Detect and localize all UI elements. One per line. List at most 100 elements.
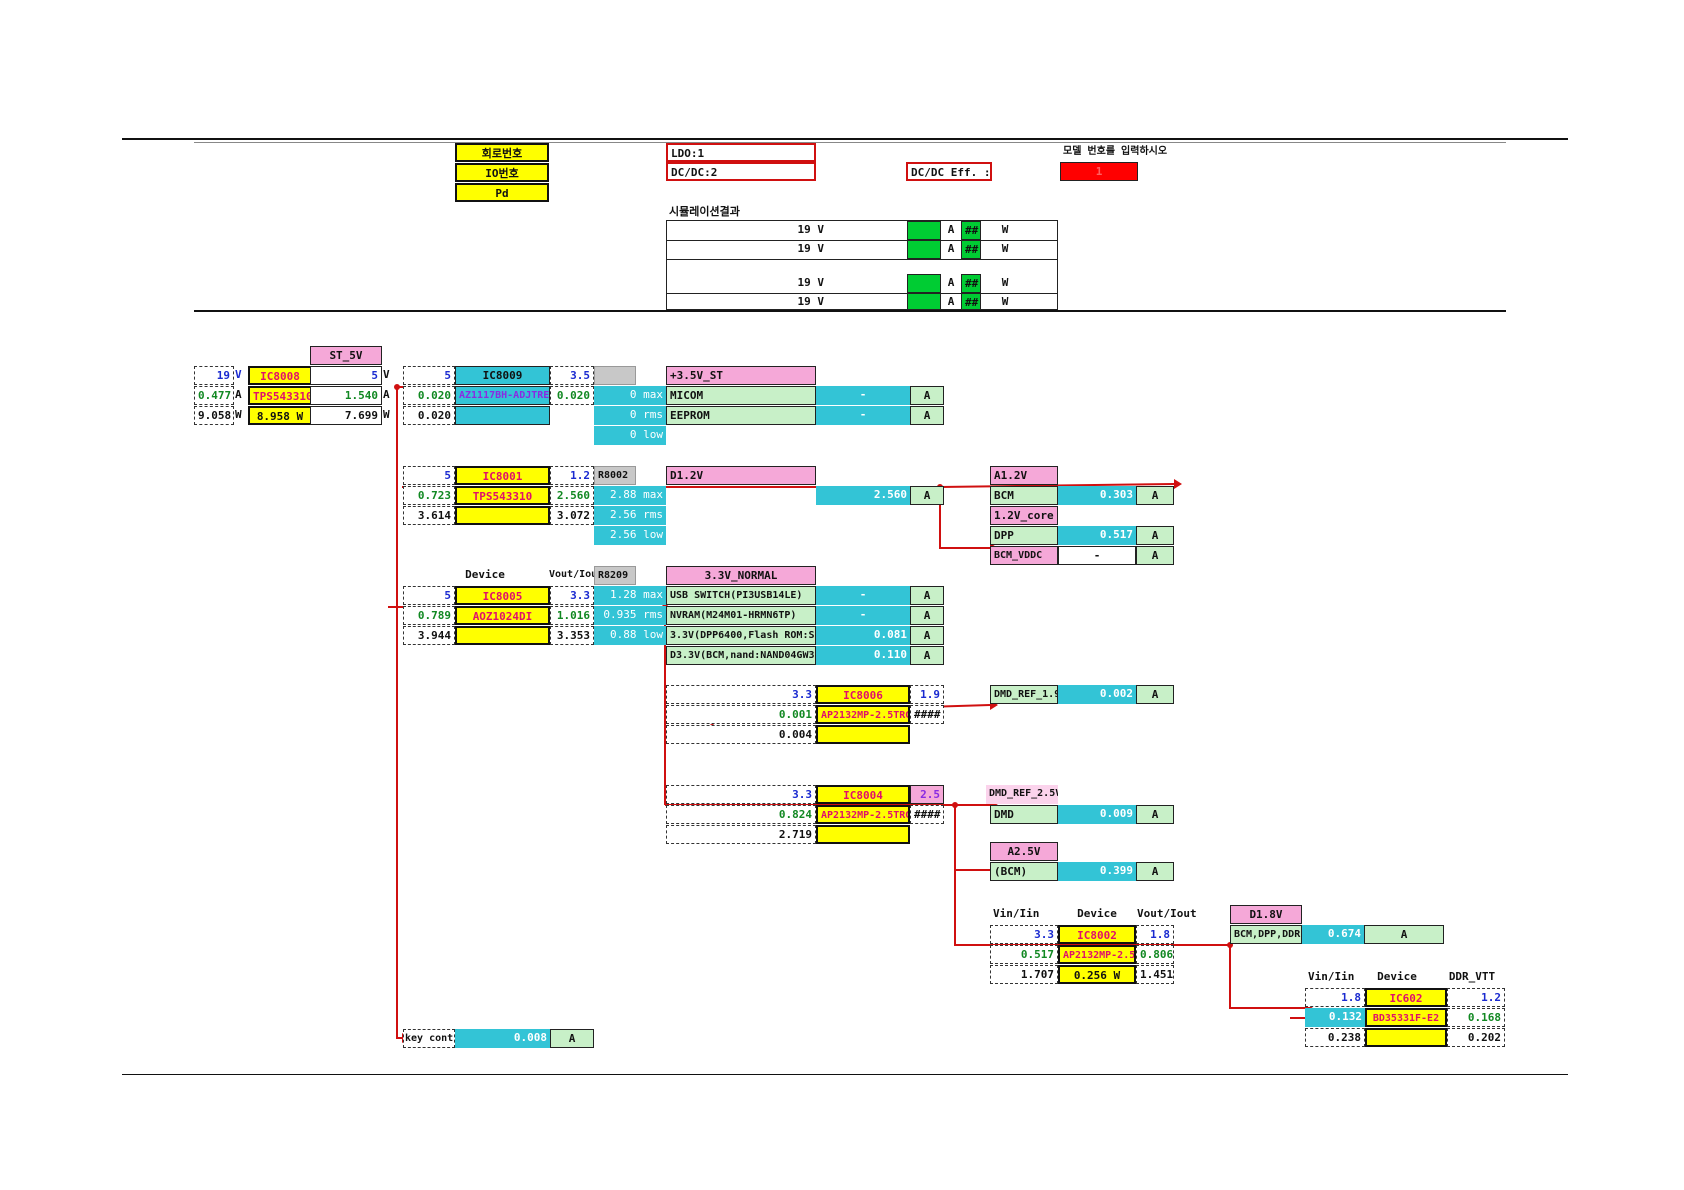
load-value: -	[816, 586, 910, 605]
ic8002-vin: 3.3	[990, 925, 1058, 944]
load-unit: A	[910, 646, 944, 665]
load-unit: A	[1136, 805, 1174, 824]
ic8005-part: AOZ1024DI	[455, 606, 550, 625]
wire-bcm-branch	[939, 487, 990, 549]
ic8001-part: TPS543310	[455, 486, 550, 505]
ic602-header-vout: DDR_VTT	[1448, 970, 1496, 983]
load-unit: A	[1136, 862, 1174, 881]
ic8008-vin-unit: V	[235, 368, 242, 381]
ic8009-name: IC8009	[455, 366, 550, 385]
ic8005-res: R8209	[594, 566, 636, 585]
ic8005-iout: 1.016	[550, 606, 594, 625]
ic8008-pout: 7.699	[310, 406, 382, 425]
load-value: -	[1058, 546, 1136, 565]
rail-st-5v: ST_5V	[310, 346, 382, 365]
ic8006-iin: 0.001	[666, 705, 816, 724]
sim-voltage: 19 V	[797, 223, 825, 236]
header-dcdc: DC/DC:2	[666, 162, 816, 181]
wire-main-bus	[396, 387, 402, 1039]
ic8005-header-device: Device	[465, 568, 505, 581]
ic602-header-vin: Vin/Iin	[1308, 970, 1355, 983]
ic8005-blank	[455, 626, 550, 645]
load-name: BCM	[990, 486, 1058, 505]
ic8001-res: R8002	[594, 466, 636, 485]
ic8004-iout: ####	[910, 805, 944, 824]
load-value: 0.517	[1058, 526, 1136, 545]
ic8004-blank	[816, 825, 910, 844]
sim-green-cell	[907, 221, 941, 240]
load-value: -	[816, 386, 910, 405]
load-unit: A	[910, 586, 944, 605]
ic8001-blank	[455, 506, 550, 525]
wire-ic8004-branch	[954, 805, 990, 871]
ic8008-iin: 0.477	[194, 386, 234, 405]
ic8002-pin: 1.707	[990, 965, 1058, 984]
ic8004-name: IC8004	[816, 785, 910, 804]
ic8002-vout: 1.8	[1136, 925, 1174, 944]
load-name: BCM_VDDC	[990, 546, 1058, 565]
header-model-input[interactable]: 1	[1060, 162, 1138, 181]
ic602-part: BD35331F-E2	[1365, 1008, 1447, 1027]
load-value: -	[816, 606, 910, 625]
sim-hash: ##	[961, 293, 981, 310]
sim-row: 19 V A ## W	[667, 221, 1057, 241]
rail-a1-2v: A1.2V	[990, 466, 1058, 485]
sim-unit-w: W	[1001, 223, 1009, 236]
header-ldo: LDO:1	[666, 143, 816, 162]
ic8001-stat-max: 2.88 max	[594, 486, 666, 505]
header-label-circuit: 회로번호	[455, 143, 549, 162]
rail-d1-2v-unit: A	[910, 486, 944, 505]
ic8009-vin: 5	[403, 366, 455, 385]
ic602-blank	[1365, 1028, 1447, 1047]
load-value: 0.303	[1058, 486, 1136, 505]
load-value: -	[816, 406, 910, 425]
ic8008-pin: 9.058	[194, 406, 234, 425]
load-unit: A	[910, 606, 944, 625]
load-value: 0.081	[816, 626, 910, 645]
sim-hash: ##	[961, 240, 981, 259]
load-unit: A	[1364, 925, 1444, 944]
rail-dmd-ref-2-5v: DMD_REF_2.5V	[986, 785, 1058, 804]
ic8009-stat-rms: 0 rms	[594, 406, 666, 425]
ic8001-pin: 3.614	[403, 506, 455, 525]
ic602-name: IC602	[1365, 988, 1447, 1007]
load-name: (BCM)	[990, 862, 1058, 881]
ic8002-header-vout: Vout/Iout	[1137, 907, 1197, 920]
sim-unit-a: A	[947, 242, 955, 255]
header-rule-bottom	[194, 310, 1506, 312]
ic8001-pout: 3.072	[550, 506, 594, 525]
ic8008-name: IC8008	[248, 366, 312, 385]
header-dcdc-eff: DC/DC Eff. : ##	[906, 162, 992, 181]
rail-d1-2v: D1.2V	[666, 466, 816, 485]
sim-unit-w: W	[1001, 242, 1009, 255]
sim-hash: ##	[961, 274, 981, 293]
load-value: 0.399	[1058, 862, 1136, 881]
key-control-value: 0.008	[455, 1029, 550, 1048]
sim-voltage: 19 V	[797, 242, 825, 255]
sim-unit-a: A	[947, 223, 955, 236]
ic8001-name: IC8001	[455, 466, 550, 485]
ic8001-iout: 2.560	[550, 486, 594, 505]
load-unit: A	[910, 386, 944, 405]
sim-green-cell	[907, 240, 941, 259]
ic8005-name: IC8005	[455, 586, 550, 605]
sim-row: 19 V A ## W	[667, 240, 1057, 260]
ic8002-name: IC8002	[1058, 925, 1136, 944]
load-unit: A	[910, 406, 944, 425]
ic8005-stat-max: 1.28 max	[594, 586, 666, 605]
ic8008-vin: 19	[194, 366, 234, 385]
ic8005-pout: 3.353	[550, 626, 594, 645]
ic8001-vin: 5	[403, 466, 455, 485]
ic8001-stat-rms: 2.56 rms	[594, 506, 666, 525]
sim-voltage: 19 V	[797, 295, 825, 308]
sim-title: 시뮬레이션결과	[669, 205, 740, 218]
rail-3-3v-normal: 3.3V_NORMAL	[666, 566, 816, 585]
bottom-rule	[122, 1074, 1568, 1075]
header-label-io: IO번호	[455, 163, 549, 182]
load-name: USB SWITCH(PI3USB14LE)	[666, 586, 816, 605]
ic8004-iin: 0.824	[666, 805, 816, 824]
top-rule	[122, 138, 1568, 140]
ic8008-part: TPS543310	[248, 386, 312, 405]
ic602-vout: 1.2	[1447, 988, 1505, 1007]
sim-row: 19 V A ## W	[667, 293, 1057, 310]
